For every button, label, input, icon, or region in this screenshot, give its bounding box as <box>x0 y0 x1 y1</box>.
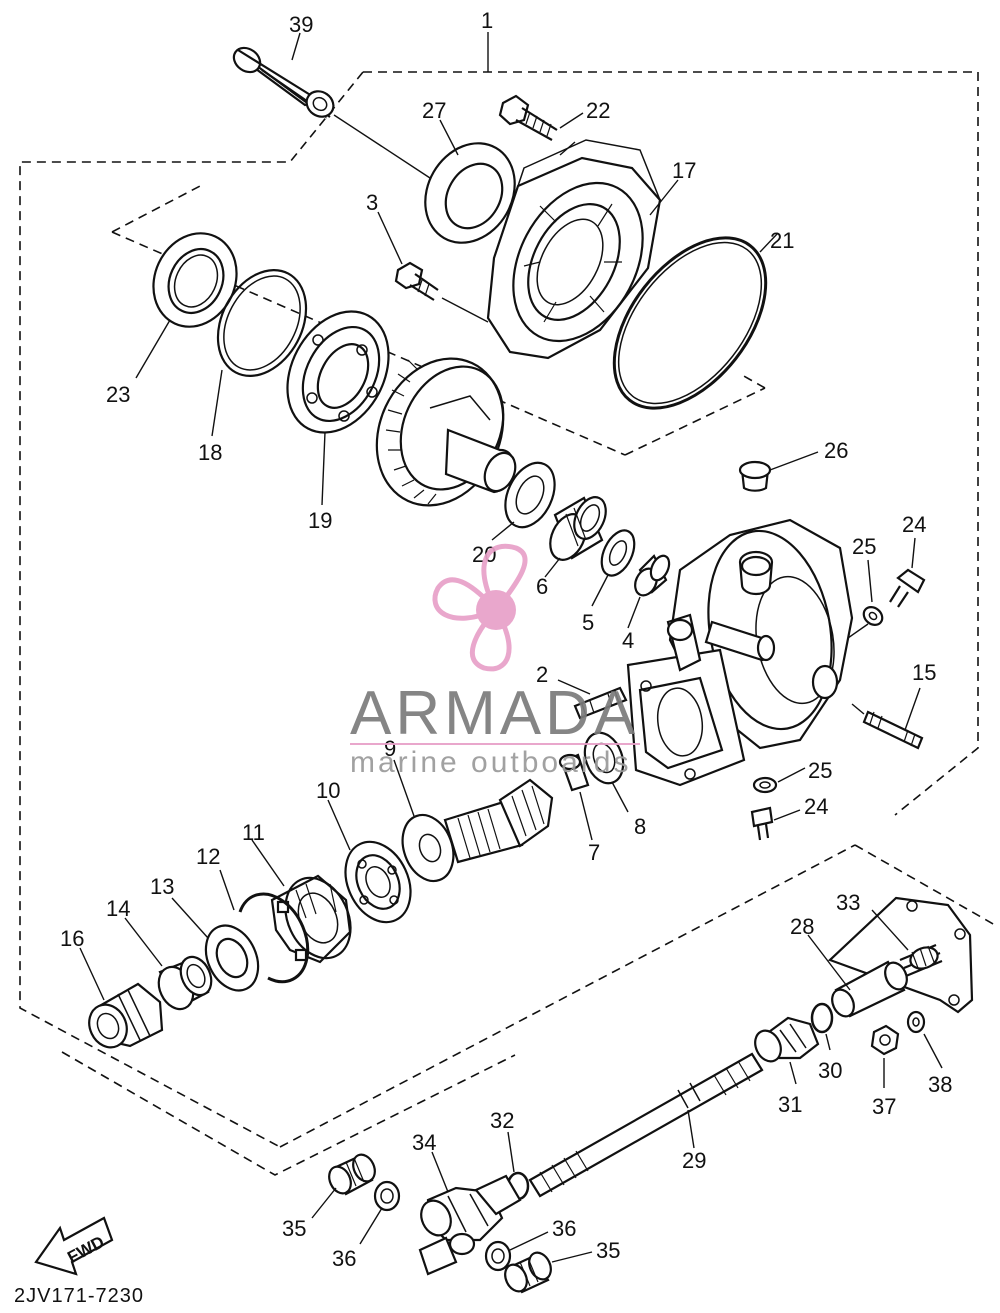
label-29: 29 <box>682 1148 706 1173</box>
part-33-spring <box>871 909 943 978</box>
part-5-washer <box>591 529 636 607</box>
part-20-shim <box>491 461 556 541</box>
label-13: 13 <box>150 874 174 899</box>
part-34-universal-joint <box>418 1151 522 1276</box>
label-25-lower: 25 <box>808 758 832 783</box>
part-9-pinion-shaft <box>393 759 554 883</box>
part-number-labels: 39 27 22 17 3 21 23 18 19 26 20 6 5 4 25… <box>60 12 952 1271</box>
fwd-direction-arrow: FWD <box>34 1216 114 1276</box>
gear-case-housing <box>626 518 869 787</box>
label-4: 4 <box>622 628 634 653</box>
label-11: 11 <box>242 820 265 845</box>
label-15: 15 <box>912 660 936 685</box>
part-21-o-ring <box>612 232 779 410</box>
label-24-lower: 24 <box>804 794 828 819</box>
catalog-code: 2JV171-7230 <box>14 1285 144 1307</box>
part-plate-lower-right <box>827 896 974 1014</box>
part-11-bearing-housing <box>251 839 352 964</box>
part-25-washer-lower <box>752 767 806 794</box>
label-23: 23 <box>106 382 130 407</box>
label-5: 5 <box>582 610 594 635</box>
part-25-washer-upper <box>862 559 884 626</box>
label-7: 7 <box>588 840 600 865</box>
label-34: 34 <box>412 1130 436 1155</box>
part-7-bushing <box>558 753 593 841</box>
propeller-logo <box>432 543 528 672</box>
part-24-drain-screw-lower <box>750 806 801 841</box>
label-22: 22 <box>586 98 610 123</box>
watermark: ARMADA marine outboards <box>350 543 640 779</box>
part-15-stud <box>851 687 924 750</box>
label-21: 21 <box>770 228 794 253</box>
part-37-nut <box>870 1024 900 1088</box>
part-24-drain-screw-upper <box>889 537 926 608</box>
part-6-needle-bearing <box>544 496 607 578</box>
part-12-circlip <box>219 869 310 984</box>
label-27: 27 <box>422 98 446 123</box>
brand-name: ARMADA <box>350 679 639 748</box>
label-37: 37 <box>872 1094 896 1119</box>
label-36-upper: 36 <box>332 1246 356 1271</box>
label-18: 18 <box>198 440 222 465</box>
part-35-bushing-upper <box>311 1153 376 1219</box>
part-27-oil-seal <box>424 119 516 244</box>
label-35-upper: 35 <box>282 1216 306 1241</box>
label-9: 9 <box>384 736 396 761</box>
part-35-bushing-lower <box>504 1251 593 1294</box>
label-19: 19 <box>308 508 332 533</box>
part-18-shim <box>211 269 308 437</box>
ring-gear <box>375 357 517 507</box>
label-35-lower: 35 <box>596 1238 620 1263</box>
label-32: 32 <box>490 1108 514 1133</box>
part-16-boot <box>79 947 164 1049</box>
label-33: 33 <box>836 890 860 915</box>
part-30-circlip <box>810 1002 834 1051</box>
label-10: 10 <box>316 778 340 803</box>
part-2-stud <box>557 679 628 720</box>
part-13-seal <box>171 897 260 992</box>
part-36-seal-upper <box>359 1180 401 1245</box>
label-36-lower: 36 <box>552 1216 576 1241</box>
label-25-upper: 25 <box>852 534 876 559</box>
part-29-drive-shaft <box>528 1052 764 1198</box>
part-23-seal <box>135 232 238 379</box>
part-31-joint-boot <box>754 1016 820 1085</box>
part-17-bearing-housing <box>486 139 679 360</box>
part-22-bolt <box>498 94 584 156</box>
part-19-ball-bearing <box>286 310 390 506</box>
group-label: 1 <box>481 8 493 33</box>
label-38: 38 <box>928 1072 952 1097</box>
label-30: 30 <box>818 1058 842 1083</box>
label-8: 8 <box>634 814 646 839</box>
part-38-washer <box>906 1010 943 1069</box>
label-2: 2 <box>536 662 548 687</box>
label-24-upper: 24 <box>902 512 926 537</box>
label-28: 28 <box>790 914 814 939</box>
label-12: 12 <box>196 844 220 869</box>
label-14: 14 <box>106 896 130 921</box>
part-4-bushing <box>627 554 671 629</box>
label-31: 31 <box>778 1092 802 1117</box>
part-39-tube <box>232 32 431 179</box>
part-36-seal-lower <box>484 1231 549 1272</box>
label-6: 6 <box>536 574 548 599</box>
label-16: 16 <box>60 926 84 951</box>
part-14-bushing <box>124 917 213 1011</box>
part-10-ball-bearing <box>327 799 412 924</box>
part-3-bolt <box>377 211 489 323</box>
part-28-sleeve <box>807 934 908 1018</box>
label-26: 26 <box>824 438 848 463</box>
part-26-cap <box>738 451 819 492</box>
brand-tagline: marine outboards <box>350 746 631 779</box>
label-17: 17 <box>672 158 696 183</box>
label-3: 3 <box>366 190 378 215</box>
label-39: 39 <box>289 12 313 37</box>
